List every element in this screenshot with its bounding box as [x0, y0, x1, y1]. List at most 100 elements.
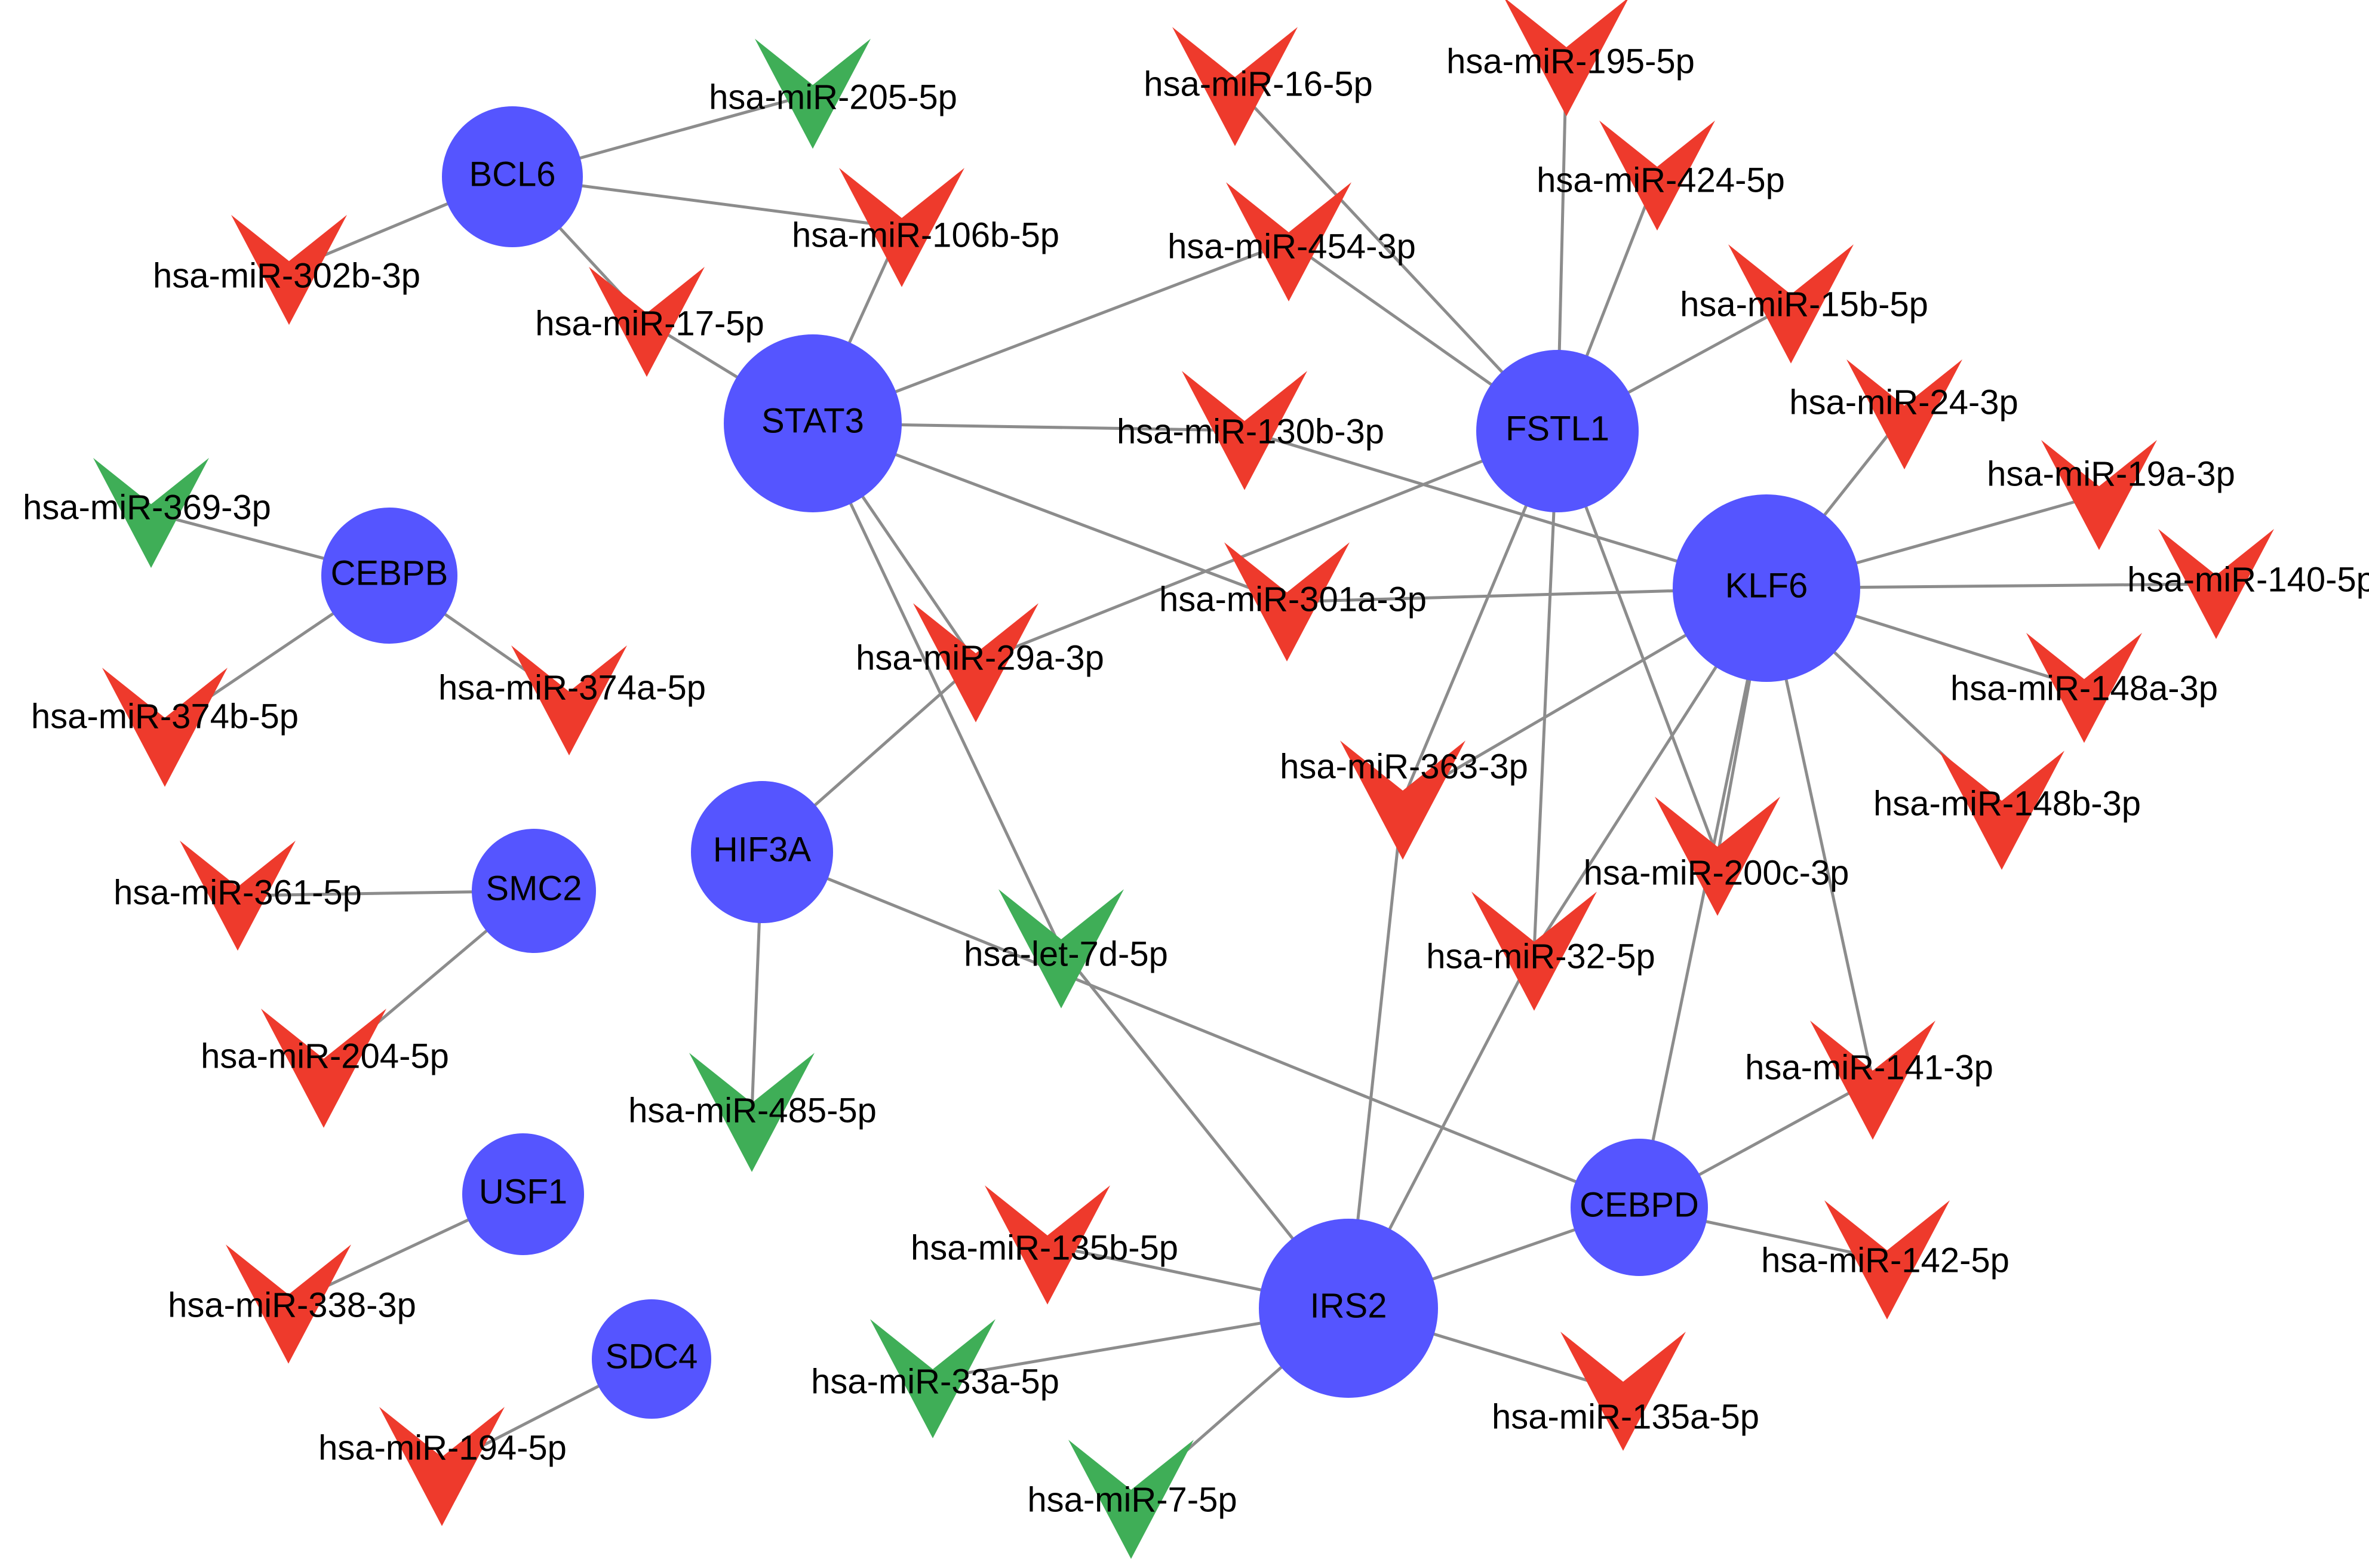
- mirna-node-m338[interactable]: [226, 1244, 351, 1364]
- mirna-node-m32[interactable]: [1471, 891, 1597, 1011]
- edge-FSTL1-m29a: [975, 429, 1558, 665]
- mirna-node-let7d[interactable]: [998, 889, 1124, 1009]
- mirna-node-m302b[interactable]: [231, 214, 347, 325]
- gene-node-usf1[interactable]: [462, 1133, 584, 1255]
- mirna-label-m16: hsa-miR-16-5p: [1144, 64, 1373, 103]
- gene-label-usf1: USF1: [479, 1172, 567, 1211]
- gene-label-hif3a: HIF3A: [713, 830, 812, 869]
- mirna-node-m148b[interactable]: [1939, 751, 2064, 870]
- gene-label-irs2: IRS2: [1310, 1286, 1387, 1325]
- mirna-label-let7d: hsa-let-7d-5p: [964, 934, 1168, 973]
- edge-KLF6-CEBPD: [1637, 588, 1768, 1208]
- gene-label-stat3: STAT3: [761, 401, 864, 440]
- mirna-node-m301a[interactable]: [1224, 542, 1350, 662]
- edge-HIF3A-CEBPD: [761, 850, 1640, 1209]
- mirna-label-m141: hsa-miR-141-3p: [1745, 1048, 1993, 1087]
- mirna-node-m106b[interactable]: [839, 168, 964, 287]
- mirna-label-m7: hsa-miR-7-5p: [1027, 1480, 1237, 1519]
- mirna-label-m454: hsa-miR-454-3p: [1167, 227, 1416, 266]
- mirna-label-m29a: hsa-miR-29a-3p: [856, 638, 1104, 677]
- mirna-node-m140[interactable]: [2158, 528, 2274, 640]
- mirna-node-m130b[interactable]: [1182, 371, 1307, 490]
- mirna-label-m205: hsa-miR-205-5p: [709, 78, 957, 116]
- gene-node-cebpd[interactable]: [1571, 1139, 1708, 1276]
- gene-node-sdc4[interactable]: [592, 1299, 711, 1419]
- gene-node-smc2[interactable]: [472, 829, 596, 953]
- mirna-node-m485[interactable]: [689, 1053, 815, 1172]
- mirna-label-m338: hsa-miR-338-3p: [168, 1286, 416, 1324]
- mirna-node-m454[interactable]: [1226, 182, 1351, 302]
- mirna-node-m205[interactable]: [755, 38, 871, 149]
- mirna-node-m148a[interactable]: [2026, 632, 2142, 743]
- mirna-node-m15b[interactable]: [1728, 244, 1854, 364]
- mirna-label-m19a: hsa-miR-19a-3p: [1987, 454, 2235, 493]
- mirna-label-m140: hsa-miR-140-5p: [2127, 560, 2369, 599]
- gene-label-bcl6: BCL6: [469, 155, 555, 193]
- mirna-label-m130b: hsa-miR-130b-3p: [1117, 412, 1384, 451]
- mirna-node-m19a[interactable]: [2041, 439, 2157, 551]
- mirna-node-m424[interactable]: [1599, 120, 1715, 231]
- mirna-node-m374a[interactable]: [511, 645, 627, 756]
- gene-label-cebpd: CEBPD: [1580, 1185, 1699, 1224]
- mirna-node-m369[interactable]: [93, 457, 209, 568]
- mirna-label-m302b: hsa-miR-302b-3p: [153, 256, 420, 295]
- mirna-node-m24[interactable]: [1846, 359, 1962, 470]
- mirna-node-m141[interactable]: [1810, 1020, 1935, 1140]
- mirna-label-m485: hsa-miR-485-5p: [628, 1091, 877, 1130]
- mirna-node-m7[interactable]: [1068, 1440, 1194, 1559]
- mirna-node-m16[interactable]: [1172, 27, 1298, 146]
- network-labels: hsa-miR-205-5p hsa-miR-302b-3p hsa-miR-106…: [23, 42, 2369, 1519]
- mirna-label-m194: hsa-miR-194-5p: [318, 1428, 567, 1467]
- mirna-label-m106b: hsa-miR-106b-5p: [792, 216, 1059, 254]
- mirna-label-m15b: hsa-miR-15b-5p: [1680, 285, 1928, 324]
- mirna-node-m204[interactable]: [261, 1009, 386, 1128]
- mirna-label-m32: hsa-miR-32-5p: [1426, 937, 1655, 976]
- mirna-label-m301a: hsa-miR-301a-3p: [1159, 580, 1427, 619]
- edge-FSTL1-m32: [1532, 431, 1559, 952]
- gene-node-hif3a[interactable]: [691, 781, 833, 923]
- gene-node-fstl1[interactable]: [1476, 350, 1639, 512]
- mirna-label-m195: hsa-miR-195-5p: [1446, 42, 1695, 81]
- gene-label-sdc4: SDC4: [606, 1337, 698, 1376]
- mirna-node-m135a[interactable]: [1560, 1332, 1686, 1451]
- mirna-label-m135b: hsa-miR-135b-5p: [911, 1228, 1178, 1267]
- mirna-node-m374b[interactable]: [102, 668, 228, 787]
- mirna-label-m374b: hsa-miR-374b-5p: [31, 697, 299, 736]
- mirna-node-m195[interactable]: [1504, 0, 1629, 116]
- gene-label-klf6: KLF6: [1725, 566, 1808, 605]
- network-nodes: [93, 0, 2274, 1559]
- gene-node-cebpb[interactable]: [321, 508, 457, 644]
- gene-label-cebpb: CEBPB: [331, 554, 448, 592]
- mirna-node-m17[interactable]: [589, 266, 705, 377]
- gene-node-irs2[interactable]: [1259, 1219, 1438, 1398]
- mirna-label-m363: hsa-miR-363-3p: [1280, 747, 1528, 786]
- mirna-node-m363[interactable]: [1340, 740, 1465, 860]
- mirna-label-m33a: hsa-miR-33a-5p: [811, 1362, 1059, 1401]
- mirna-label-m369: hsa-miR-369-3p: [23, 488, 271, 527]
- mirna-node-m135b[interactable]: [985, 1185, 1110, 1305]
- mirna-node-m29a[interactable]: [913, 603, 1038, 722]
- gene-label-fstl1: FSTL1: [1505, 409, 1609, 448]
- mirna-node-m142[interactable]: [1824, 1200, 1950, 1320]
- mirna-node-m33a[interactable]: [870, 1319, 995, 1438]
- gene-node-stat3[interactable]: [724, 334, 902, 512]
- mirna-node-m194[interactable]: [379, 1407, 505, 1526]
- mirna-label-m361: hsa-miR-361-5p: [113, 873, 362, 912]
- mirna-label-m17: hsa-miR-17-5p: [535, 304, 764, 343]
- gene-label-smc2: SMC2: [486, 869, 582, 908]
- gene-node-bcl6[interactable]: [442, 106, 583, 247]
- mirna-label-m200c: hsa-miR-200c-3p: [1584, 853, 1849, 892]
- mirna-label-m424: hsa-miR-424-5p: [1537, 161, 1785, 199]
- mirna-node-m361[interactable]: [180, 840, 296, 951]
- edge-STAT3-let7d: [811, 422, 1063, 950]
- gene-node-klf6[interactable]: [1673, 494, 1860, 682]
- mirna-label-m148a: hsa-miR-148a-3p: [1950, 669, 2218, 708]
- mirna-label-m204: hsa-miR-204-5p: [201, 1037, 449, 1075]
- mirna-node-m200c[interactable]: [1655, 797, 1780, 916]
- mirna-label-m142: hsa-miR-142-5p: [1761, 1241, 2009, 1280]
- network-edges: [150, 56, 2217, 1501]
- mirna-label-m148b: hsa-miR-148b-3p: [1873, 784, 2141, 823]
- mirna-label-m374a: hsa-miR-374a-5p: [438, 668, 706, 707]
- mirna-label-m135a: hsa-miR-135a-5p: [1492, 1397, 1759, 1436]
